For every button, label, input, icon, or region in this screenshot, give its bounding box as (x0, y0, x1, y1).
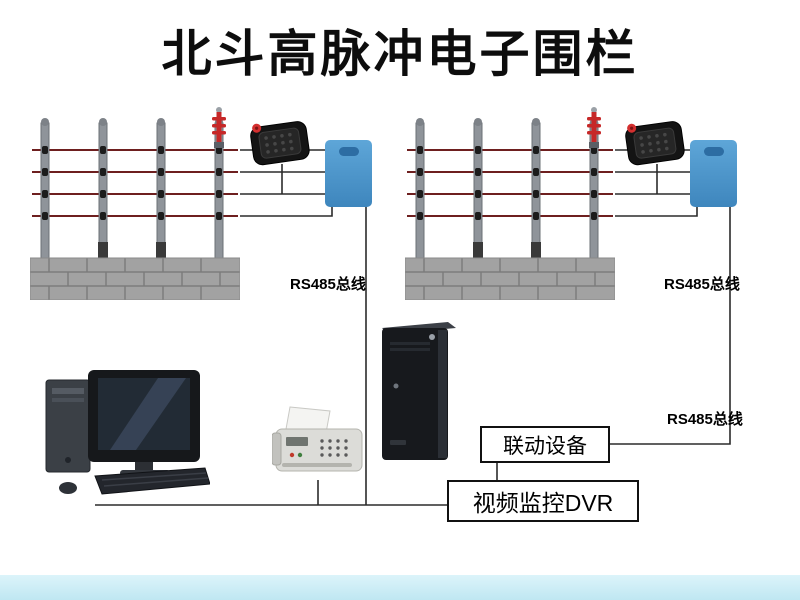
lightning-arrester-left-icon (210, 106, 228, 155)
diagram-title: 北斗高脉冲电子围栏 (161, 26, 639, 82)
computer-keyboard (94, 467, 211, 495)
fence-posts (40, 118, 224, 259)
pulse-host-keypad-right-icon (621, 112, 690, 175)
controller-box-right-icon (690, 140, 737, 207)
wire-right-4 (615, 207, 698, 217)
rs485-label-left: RS485总线 (290, 276, 366, 293)
electric-fence-left-icon (29, 115, 241, 301)
linkage-device-label: 联动设备 (503, 434, 587, 458)
desktop-computer-icon (40, 368, 211, 508)
dvr-box: 视频监控DVR (447, 480, 639, 522)
footer-bar (0, 575, 800, 600)
brick-wall (29, 257, 241, 301)
lightning-arrester-right-icon (585, 106, 603, 155)
controller-box-left-icon (325, 140, 372, 207)
tower-server-icon (368, 320, 463, 470)
computer-tower (45, 379, 91, 473)
rs485-label-right: RS485总线 (664, 276, 740, 293)
bus-right-down (610, 207, 731, 445)
fax-machine-icon (271, 405, 367, 488)
fence-weights (473, 242, 541, 258)
dvr-label: 视频监控DVR (472, 490, 614, 516)
fence-insulators (417, 146, 597, 220)
fence-weights (98, 242, 166, 258)
fence-insulators (42, 146, 222, 220)
linkage-device-box: 联动设备 (480, 426, 610, 463)
computer-mouse (59, 482, 77, 494)
controller-box-slot (703, 147, 724, 156)
electric-fence-right-icon (404, 115, 616, 301)
brick-wall (404, 257, 616, 301)
fence-wires (407, 149, 613, 217)
rs485-label-main: RS485总线 (667, 411, 743, 428)
computer-monitor (88, 370, 200, 476)
fence-wires (32, 149, 238, 217)
wire-left-4 (240, 207, 333, 217)
controller-box-slot (338, 147, 359, 156)
pulse-host-keypad-left-icon (246, 112, 315, 175)
fence-posts (415, 118, 599, 259)
